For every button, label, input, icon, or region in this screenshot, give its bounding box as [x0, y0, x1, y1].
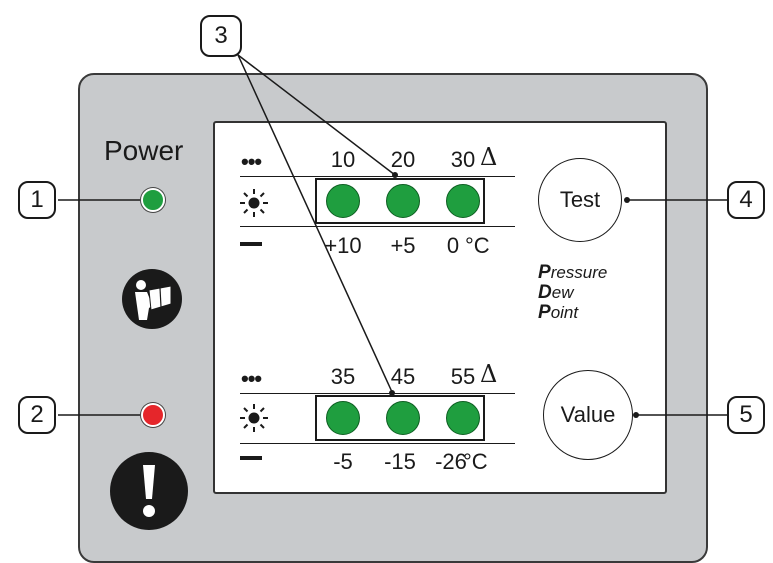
top-temp-value-2: +5	[390, 233, 416, 258]
indicator-led	[326, 401, 360, 435]
sun-icon	[239, 403, 269, 438]
indicator-led	[446, 401, 480, 435]
bottom-delta-value-2: 45	[390, 364, 416, 389]
indicator-led	[386, 401, 420, 435]
alarm-led	[141, 403, 165, 427]
leader-line-3a	[237, 54, 396, 176]
bottom-temp-value-2: -15	[384, 449, 416, 474]
pdp-line-point: Point	[538, 302, 579, 323]
divider-line	[240, 226, 515, 227]
indicator-led	[326, 184, 360, 218]
top-unit: °C	[465, 233, 490, 258]
top-delta-value-1: 10	[330, 147, 356, 172]
indicator-box	[315, 178, 485, 224]
pdp-line-dew: Dew	[538, 282, 574, 303]
bottom-temp-value-3: -26	[435, 449, 467, 474]
pdp-line-pressure: Pressure	[538, 262, 608, 283]
test-button[interactable]: Test	[538, 158, 622, 242]
sun-icon	[239, 188, 269, 223]
divider-line	[240, 393, 515, 394]
bottom-unit: °C	[463, 449, 488, 474]
delta-symbol: Δ	[480, 143, 498, 171]
indicator-box	[315, 395, 485, 441]
bottom-delta-value-3: 55	[450, 364, 476, 389]
divider-line	[240, 443, 515, 444]
indicator-led	[446, 184, 480, 218]
power-led	[141, 188, 165, 212]
callout-4: 4	[727, 181, 765, 219]
power-label: Power	[104, 135, 184, 166]
top-temp-value-1: +10	[324, 233, 362, 258]
bottom-temp-value-1: -5	[333, 449, 353, 474]
callout-1: 1	[18, 181, 56, 219]
exclamation-icon	[110, 452, 188, 530]
dots-symbol: •••	[241, 149, 262, 174]
divider-line	[240, 176, 515, 177]
delta-symbol: Δ	[480, 360, 498, 388]
top-temp-value-3: 0	[446, 233, 460, 258]
dots-symbol: •••	[241, 366, 262, 391]
indicator-led	[386, 184, 420, 218]
minus-symbol	[240, 456, 262, 460]
bottom-delta-value-1: 35	[330, 364, 356, 389]
manual-reader-icon	[122, 269, 182, 329]
callout-2: 2	[18, 396, 56, 434]
minus-symbol	[240, 242, 262, 246]
pdp-label: Pressure Dew Point	[538, 263, 607, 323]
callout-3: 3	[200, 15, 242, 57]
top-delta-value-3: 30	[450, 147, 476, 172]
top-delta-value-2: 20	[390, 147, 416, 172]
value-button[interactable]: Value	[543, 370, 633, 460]
callout-5: 5	[727, 396, 765, 434]
